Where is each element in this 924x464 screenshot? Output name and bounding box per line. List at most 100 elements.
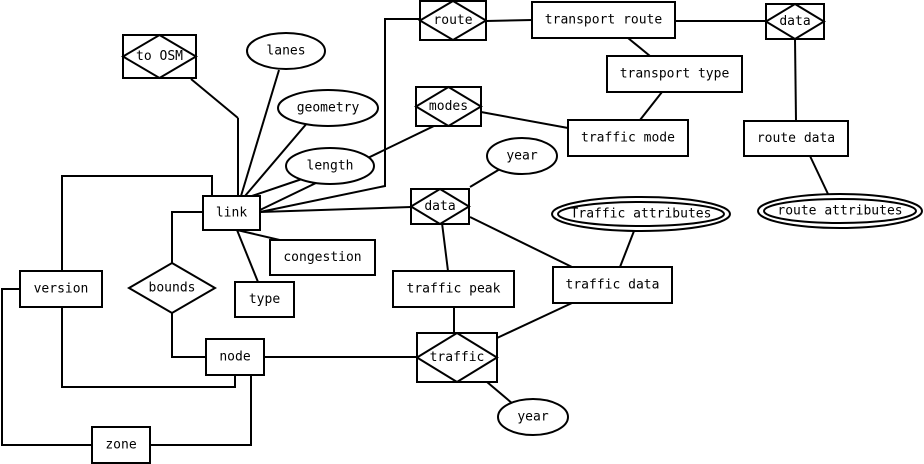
relationship-data-link-label: data [424,199,455,214]
connector-to-osm-link [190,78,239,119]
entity-type[interactable]: type [234,281,295,318]
entity-link-label: link [216,206,247,221]
relationship-traffic[interactable]: traffic [415,331,499,384]
entity-traffic-data[interactable]: traffic data [552,266,673,304]
entity-link[interactable]: link [202,195,261,231]
multivalued-attribute-route-attributes-label: route attributes [777,204,902,219]
relationship-to-osm-label: to OSM [136,49,183,64]
attribute-geometry-label: geometry [297,101,360,116]
multivalued-attribute-traffic-attributes[interactable]: Traffic attributes [551,196,731,232]
connector-link-type [236,229,259,283]
entity-node-label: node [219,350,250,365]
entity-version[interactable]: version [19,270,103,308]
connector-data-route-data [794,38,797,122]
connectors [1,18,829,446]
connector-geometry-link [244,121,309,197]
connector-link-data [259,206,412,213]
connector-traffic-mode-transport-type [639,91,663,121]
relationship-modes-diamond [414,85,483,128]
entity-route-data-label: route data [757,131,835,146]
multivalued-attribute-route-attributes-inner [763,198,917,224]
attribute-geometry[interactable]: geometry [277,89,379,127]
connector-zone-node [150,375,252,446]
entity-version-box [19,270,103,308]
attribute-length-label: length [307,159,354,174]
relationship-route-label: route [433,13,472,28]
entity-transport-route-label: transport route [545,13,663,28]
connector-link-route [259,18,421,213]
entity-version-label: version [34,282,89,297]
attribute-length[interactable]: length [285,147,375,185]
relationship-to-osm-diamond [121,33,198,80]
entity-transport-type-label: transport type [620,67,730,82]
relationship-traffic-diamond [415,331,499,384]
relationship-to-osm[interactable]: to OSM [121,33,198,80]
connector-traffic-attributes-traffic-data [619,230,635,268]
entity-transport-type[interactable]: transport type [606,55,743,93]
multivalued-attribute-route-attributes[interactable]: route attributes [757,193,923,229]
relationship-bounds-label: bounds [149,281,196,296]
connector-route-transport-route [485,19,533,22]
entity-zone-box [91,426,151,464]
connector-traffic-year [486,381,514,405]
connector-link-version [61,175,213,271]
attribute-year-traffic-shape [497,398,569,436]
entity-traffic-peak-box [392,270,515,308]
entity-transport-type-box [606,55,743,93]
relationship-bounds[interactable]: bounds [127,261,217,315]
entity-congestion[interactable]: congestion [269,239,376,276]
relationship-data-route-diamond [764,2,826,41]
attribute-year-data-label: year [506,149,537,164]
entity-node[interactable]: node [205,338,265,376]
entity-transport-route[interactable]: transport route [531,1,676,39]
attribute-year-traffic-label: year [517,410,548,425]
attribute-lanes-shape [246,32,326,70]
multivalued-attribute-traffic-attributes-label: Traffic attributes [571,207,712,222]
entity-link-box [202,195,261,231]
connector-data-year [469,168,501,188]
attribute-year-traffic[interactable]: year [497,398,569,436]
entity-route-data-box [743,120,849,157]
relationship-modes[interactable]: modes [414,85,483,128]
connector-length-link [251,178,303,197]
attribute-lanes[interactable]: lanes [246,32,326,70]
connector-bounds-node [171,313,206,358]
relationship-data-route-label: data [779,14,810,29]
entity-traffic-mode[interactable]: traffic mode [567,119,689,157]
entity-zone-label: zone [105,438,136,453]
relationship-bounds-diamond [127,261,217,315]
entity-node-box [205,338,265,376]
relationship-route[interactable]: route [418,0,488,42]
attribute-year-data-shape [486,137,558,175]
entity-zone[interactable]: zone [91,426,151,464]
entity-traffic-data-box [552,266,673,304]
attribute-year-data[interactable]: year [486,137,558,175]
entity-type-label: type [249,292,280,307]
entity-traffic-peak[interactable]: traffic peak [392,270,515,308]
multivalued-attribute-traffic-attributes-inner [557,201,725,227]
relationship-data-link-diamond [409,187,471,226]
connector-traffic-traffic-data [496,302,573,339]
entity-congestion-box [269,239,376,276]
entity-traffic-data-label: traffic data [566,278,660,293]
relationship-data-route[interactable]: data [764,2,826,41]
entity-congestion-label: congestion [283,250,361,265]
relationship-modes-label: modes [429,99,468,114]
connector-version-node [61,307,236,388]
attribute-geometry-shape [277,89,379,127]
entity-transport-route-box [531,1,676,39]
connector-version-zone [1,288,92,446]
relationship-data-link[interactable]: data [409,187,471,226]
connector-data-traffic-peak [441,222,449,272]
attribute-lanes-label: lanes [266,44,305,59]
connector-transport-route-transport-type [627,37,651,57]
entity-type-box [234,281,295,318]
connector-link-bounds [171,211,203,263]
relationship-route-diamond [418,0,488,42]
relationship-traffic-label: traffic [430,350,485,365]
entity-route-data[interactable]: route data [743,120,849,157]
attribute-length-shape [285,147,375,185]
connector-lanes-link [240,69,280,197]
connector-modes-traffic-mode [480,111,569,129]
